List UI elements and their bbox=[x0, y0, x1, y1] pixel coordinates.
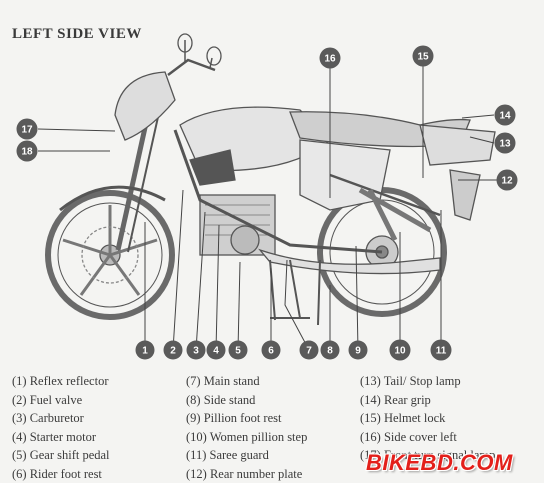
callout-3: 3 bbox=[187, 341, 206, 360]
svg-text:5: 5 bbox=[235, 346, 241, 357]
callout-6: 6 bbox=[262, 341, 281, 360]
callout-4: 4 bbox=[207, 341, 226, 360]
legend-item: (3) Carburetor bbox=[12, 409, 110, 428]
callout-10: 10 bbox=[390, 340, 411, 361]
legend-item: (15) Helmet lock bbox=[360, 409, 495, 428]
callout-15: 15 bbox=[413, 46, 434, 67]
legend-item: (10) Women pillion step bbox=[186, 428, 307, 447]
callout-17: 17 bbox=[17, 119, 38, 140]
callout-8: 8 bbox=[321, 341, 340, 360]
callout-11: 11 bbox=[431, 340, 452, 361]
callout-12: 12 bbox=[497, 170, 518, 191]
svg-text:15: 15 bbox=[417, 52, 429, 63]
callout-14: 14 bbox=[495, 105, 516, 126]
svg-text:1: 1 bbox=[142, 346, 148, 357]
svg-text:16: 16 bbox=[324, 54, 336, 65]
legend-item: (12) Rear number plate bbox=[186, 465, 307, 483]
svg-text:11: 11 bbox=[436, 346, 447, 357]
legend-item: (16) Side cover left bbox=[360, 428, 495, 447]
callout-2: 2 bbox=[164, 341, 183, 360]
legend-item: (6) Rider foot rest bbox=[12, 465, 110, 483]
legend-item: (2) Fuel valve bbox=[12, 391, 110, 410]
callout-18: 18 bbox=[17, 141, 38, 162]
callout-1: 1 bbox=[136, 341, 155, 360]
svg-text:8: 8 bbox=[327, 346, 333, 357]
motorcycle-diagram: 1 2 3 4 5 6 7 8 9 10 11 12 13 14 15 16 1… bbox=[0, 0, 544, 370]
legend-item: (1) Reflex reflector bbox=[12, 372, 110, 391]
legend-item: (4) Starter motor bbox=[12, 428, 110, 447]
callout-9: 9 bbox=[349, 341, 368, 360]
svg-text:12: 12 bbox=[501, 176, 513, 187]
legend-column-1: (1) Reflex reflector (2) Fuel valve (3) … bbox=[12, 372, 110, 483]
legend-column-2: (7) Main stand (8) Side stand (9) Pillio… bbox=[186, 372, 307, 483]
svg-text:6: 6 bbox=[268, 346, 274, 357]
svg-text:13: 13 bbox=[499, 139, 511, 150]
callout-16: 16 bbox=[320, 48, 341, 69]
svg-text:7: 7 bbox=[306, 346, 312, 357]
svg-text:9: 9 bbox=[355, 346, 361, 357]
watermark-logo: BIKEBD.COM bbox=[366, 450, 513, 476]
svg-text:14: 14 bbox=[499, 111, 511, 122]
legend-item: (11) Saree guard bbox=[186, 446, 307, 465]
callout-7: 7 bbox=[300, 341, 319, 360]
legend-item: (14) Rear grip bbox=[360, 391, 495, 410]
legend-item: (7) Main stand bbox=[186, 372, 307, 391]
svg-text:18: 18 bbox=[21, 147, 33, 158]
svg-text:2: 2 bbox=[170, 346, 176, 357]
svg-text:17: 17 bbox=[21, 125, 33, 136]
legend-item: (9) Pillion foot rest bbox=[186, 409, 307, 428]
legend-item: (5) Gear shift pedal bbox=[12, 446, 110, 465]
callout-13: 13 bbox=[495, 133, 516, 154]
legend-item: (8) Side stand bbox=[186, 391, 307, 410]
legend-item: (13) Tail/ Stop lamp bbox=[360, 372, 495, 391]
svg-text:3: 3 bbox=[193, 346, 199, 357]
svg-text:4: 4 bbox=[213, 346, 219, 357]
svg-text:10: 10 bbox=[394, 346, 406, 357]
callout-5: 5 bbox=[229, 341, 248, 360]
